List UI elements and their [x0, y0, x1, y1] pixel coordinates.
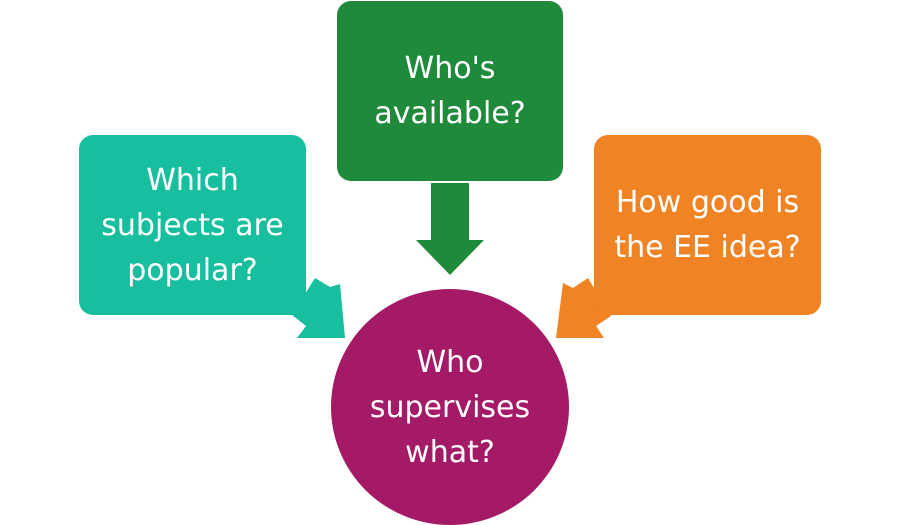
node-whos-available-label: Who's available? — [374, 51, 526, 131]
node-who-supervises-what: Who supervises what? — [331, 289, 569, 525]
arrow-left-to-center — [292, 278, 345, 338]
node-ee-idea-quality: How good is the EE idea? — [594, 135, 821, 315]
arrow-top-to-center — [416, 183, 484, 275]
arrow-right-to-center — [556, 278, 611, 338]
node-subjects-popular-label: Which subjects are popular? — [101, 162, 284, 288]
node-subjects-popular: Which subjects are popular? — [79, 135, 306, 315]
node-who-supervises-what-label: Who supervises what? — [369, 344, 531, 470]
node-whos-available: Who's available? — [337, 1, 563, 181]
node-ee-idea-quality-label: How good is the EE idea? — [614, 185, 801, 265]
